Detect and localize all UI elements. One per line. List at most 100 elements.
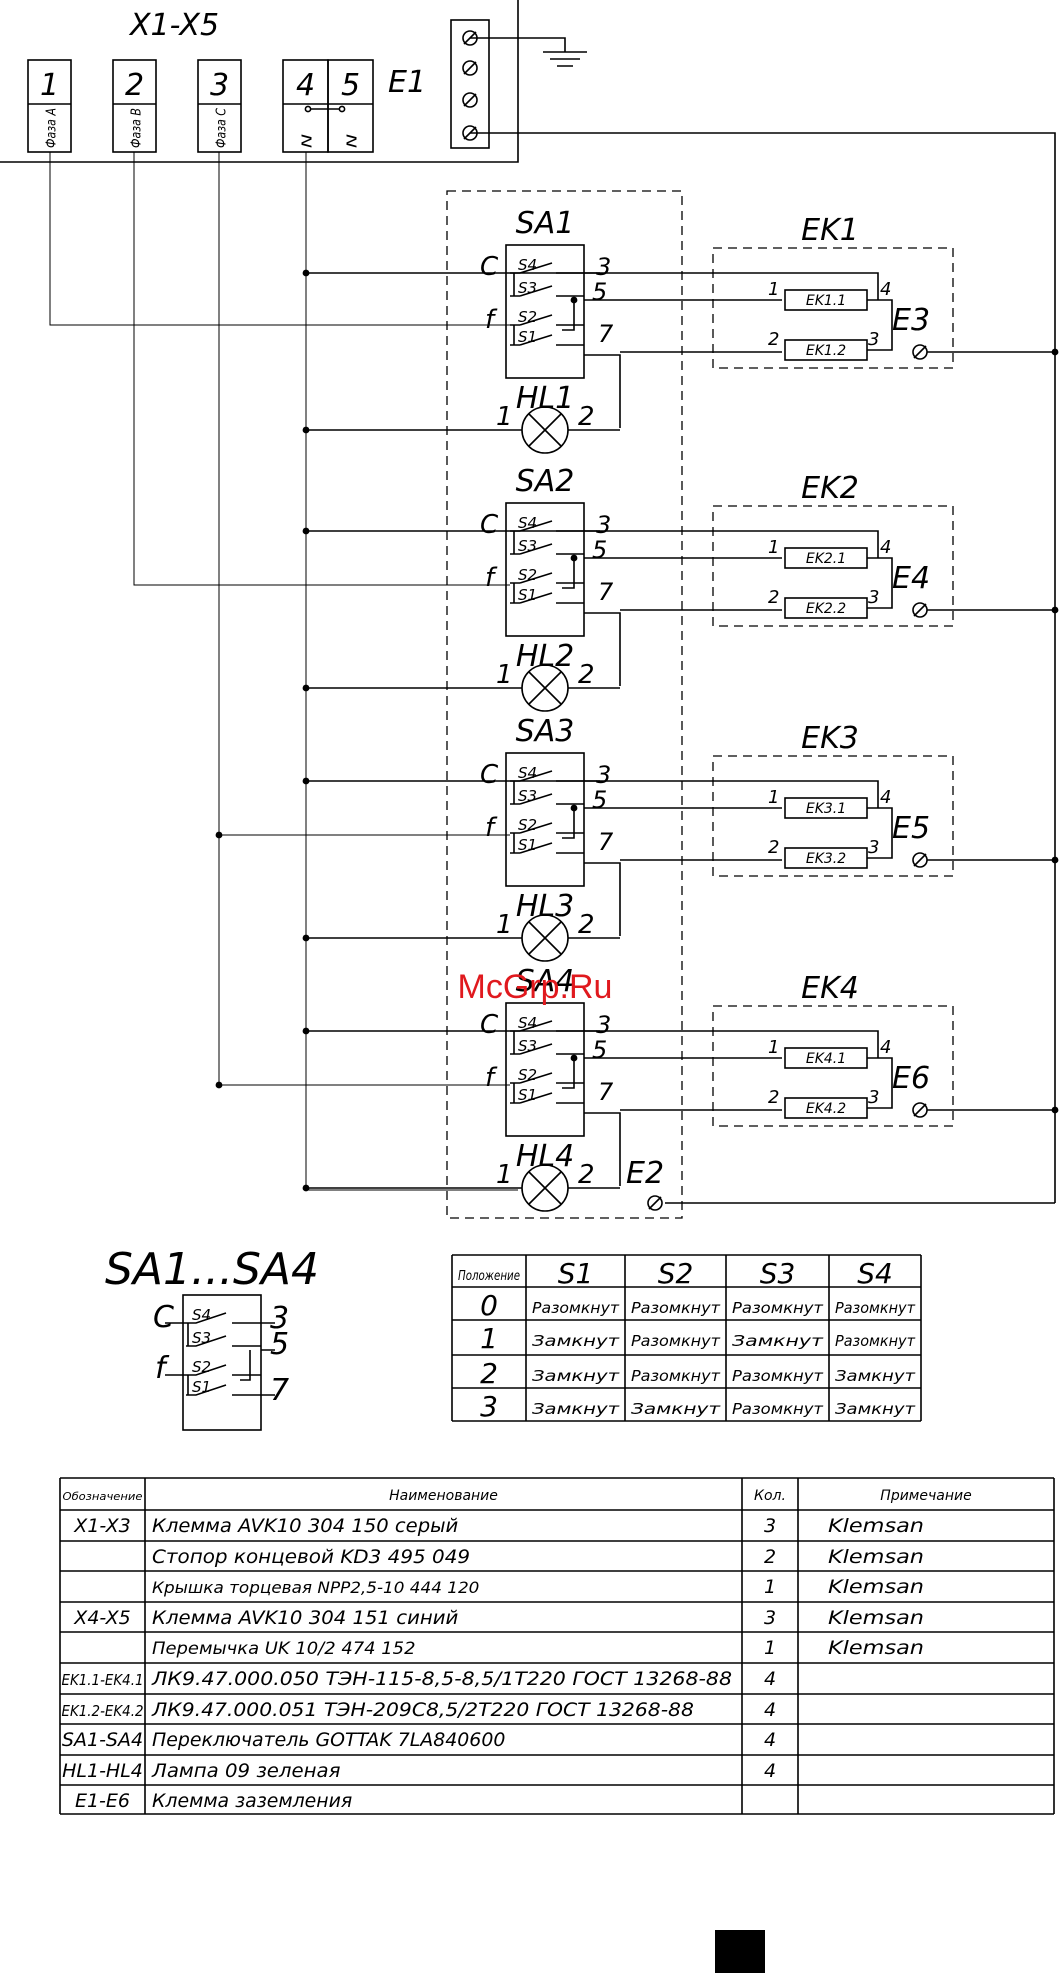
legend-contact <box>186 1312 261 1324</box>
legend-switch-body <box>182 1294 262 1431</box>
position-table-cell: Разомкнут <box>631 1367 721 1385</box>
parts-table-name: Крышка торцевая NPP2,5-10 444 120 <box>152 1578 479 1597</box>
junction-dot <box>215 1081 223 1089</box>
ground-terminal <box>462 125 478 141</box>
heater-enclosure <box>712 505 954 627</box>
terminal-number: 1 <box>40 68 59 103</box>
junction-dot <box>570 804 578 812</box>
parts-table-name: ЛК9.47.000.051 ТЭН-209С8,5/2Т220 ГОСТ 13… <box>151 1699 694 1721</box>
switch-contact <box>510 842 553 854</box>
legend-bridge <box>187 1323 251 1395</box>
contact-label: S4 <box>518 1014 537 1032</box>
legend-switch-title: SA1...SA4 <box>105 1244 319 1295</box>
parts-table-designation: EK1.1-EK4.1 <box>62 1671 144 1689</box>
parts-table-qty: 1 <box>764 1637 776 1659</box>
parts-table-qty: 4 <box>764 1760 776 1782</box>
lamp-cross <box>528 1171 562 1205</box>
position-table-cell: Разомкнут <box>532 1299 620 1317</box>
lamp-pin: 1 <box>496 660 513 690</box>
parts-table-qty: 4 <box>764 1729 776 1751</box>
switch-contact <box>510 314 553 326</box>
contact-label: S3 <box>518 787 537 805</box>
switch-contact <box>510 285 553 297</box>
wire-3 <box>584 1030 879 1058</box>
heater-pin: 2 <box>768 587 779 608</box>
pin-3: 3 <box>596 1011 611 1039</box>
parts-table-designation: X4-X5 <box>73 1607 130 1629</box>
e2-label: E2 <box>626 1156 664 1191</box>
bridge-node <box>304 105 312 113</box>
terminal-box <box>327 59 374 153</box>
heater-enclosure <box>712 247 954 369</box>
pin-5: 5 <box>592 278 607 306</box>
terminal-box <box>197 59 242 153</box>
pin-5: 5 <box>592 536 607 564</box>
terminal-box <box>27 59 72 153</box>
heater-bridge <box>867 807 893 859</box>
pin-f: f <box>485 305 498 335</box>
heater-pin: 3 <box>868 329 879 350</box>
heater-label: EK2 <box>801 471 859 506</box>
legend-pins <box>165 1322 275 1396</box>
switch-label: SA3 <box>516 714 575 749</box>
contact-label: S3 <box>518 537 537 555</box>
heater-pin: 4 <box>880 1037 891 1058</box>
pin-c: C <box>480 760 499 790</box>
lamp-cross <box>528 671 562 705</box>
switch-contact <box>510 592 553 604</box>
parts-table-qty: 1 <box>764 1576 776 1598</box>
parts-table-note: Klemsan <box>828 1546 924 1568</box>
heater-pin: 4 <box>880 537 891 558</box>
position-table-cell: Разомкнут <box>732 1299 824 1317</box>
legend-contact-label: S3 <box>192 1329 211 1347</box>
heater-bridge <box>867 1057 893 1109</box>
ground-terminal <box>462 60 478 76</box>
position-table-cell: 1 <box>480 1322 498 1355</box>
switch-body <box>505 244 585 379</box>
parts-table-qty: 3 <box>764 1515 776 1537</box>
wire-3 <box>584 780 879 808</box>
position-table-cell: Замкнут <box>835 1400 917 1418</box>
lamp-label: HL1 <box>516 381 574 416</box>
contact-label: S2 <box>518 566 537 584</box>
lamp-label: HL2 <box>516 639 574 674</box>
wire-3 <box>584 530 879 558</box>
legend-pin-7: 7 <box>270 1373 289 1408</box>
legend-contact-label: S2 <box>192 1358 211 1376</box>
contact-label: S1 <box>518 586 537 604</box>
contact-bridge <box>562 300 575 331</box>
terminal-label: Фаза А <box>45 108 60 148</box>
pin-5: 5 <box>592 1036 607 1064</box>
junction-dot <box>1051 348 1059 356</box>
heater-label: EK4 <box>801 971 859 1006</box>
heater-ground-label: E3 <box>892 303 930 338</box>
heater-pin: 3 <box>868 1087 879 1108</box>
parts-table-header: Наименование <box>389 1488 498 1504</box>
heater-ground-slash <box>913 1103 927 1117</box>
switch-contact <box>510 543 553 555</box>
heater-element-label: EK3.2 <box>806 851 846 867</box>
heater-label: EK3 <box>801 721 859 756</box>
junction-dot <box>570 1054 578 1062</box>
pin-5: 5 <box>592 786 607 814</box>
parts-table-header: Примечание <box>880 1488 971 1504</box>
position-table-cell: Замкнут <box>532 1367 621 1385</box>
heater-element-label: EK1.2 <box>806 343 846 359</box>
position-table-cell: Замкнут <box>732 1332 825 1350</box>
heater-pin: 3 <box>868 837 879 858</box>
heater-ground-label: E6 <box>892 1061 930 1096</box>
lamp-pin: 1 <box>496 910 513 940</box>
switch-contact <box>510 822 553 834</box>
heater-element-label: EK2.2 <box>806 601 846 617</box>
parts-table-note: Klemsan <box>828 1515 924 1537</box>
junction-dot <box>570 554 578 562</box>
terminal-label: N <box>346 134 361 148</box>
switch-contact <box>510 334 553 346</box>
pin-3: 3 <box>596 511 611 539</box>
contact-bridge <box>562 808 575 839</box>
pin-7: 7 <box>598 578 614 606</box>
switch-label: SA4 <box>516 964 575 999</box>
pin-7: 7 <box>598 1078 614 1106</box>
heater-element-label: EK1.1 <box>806 293 846 309</box>
position-table-cell: Разомкнут <box>631 1332 721 1350</box>
